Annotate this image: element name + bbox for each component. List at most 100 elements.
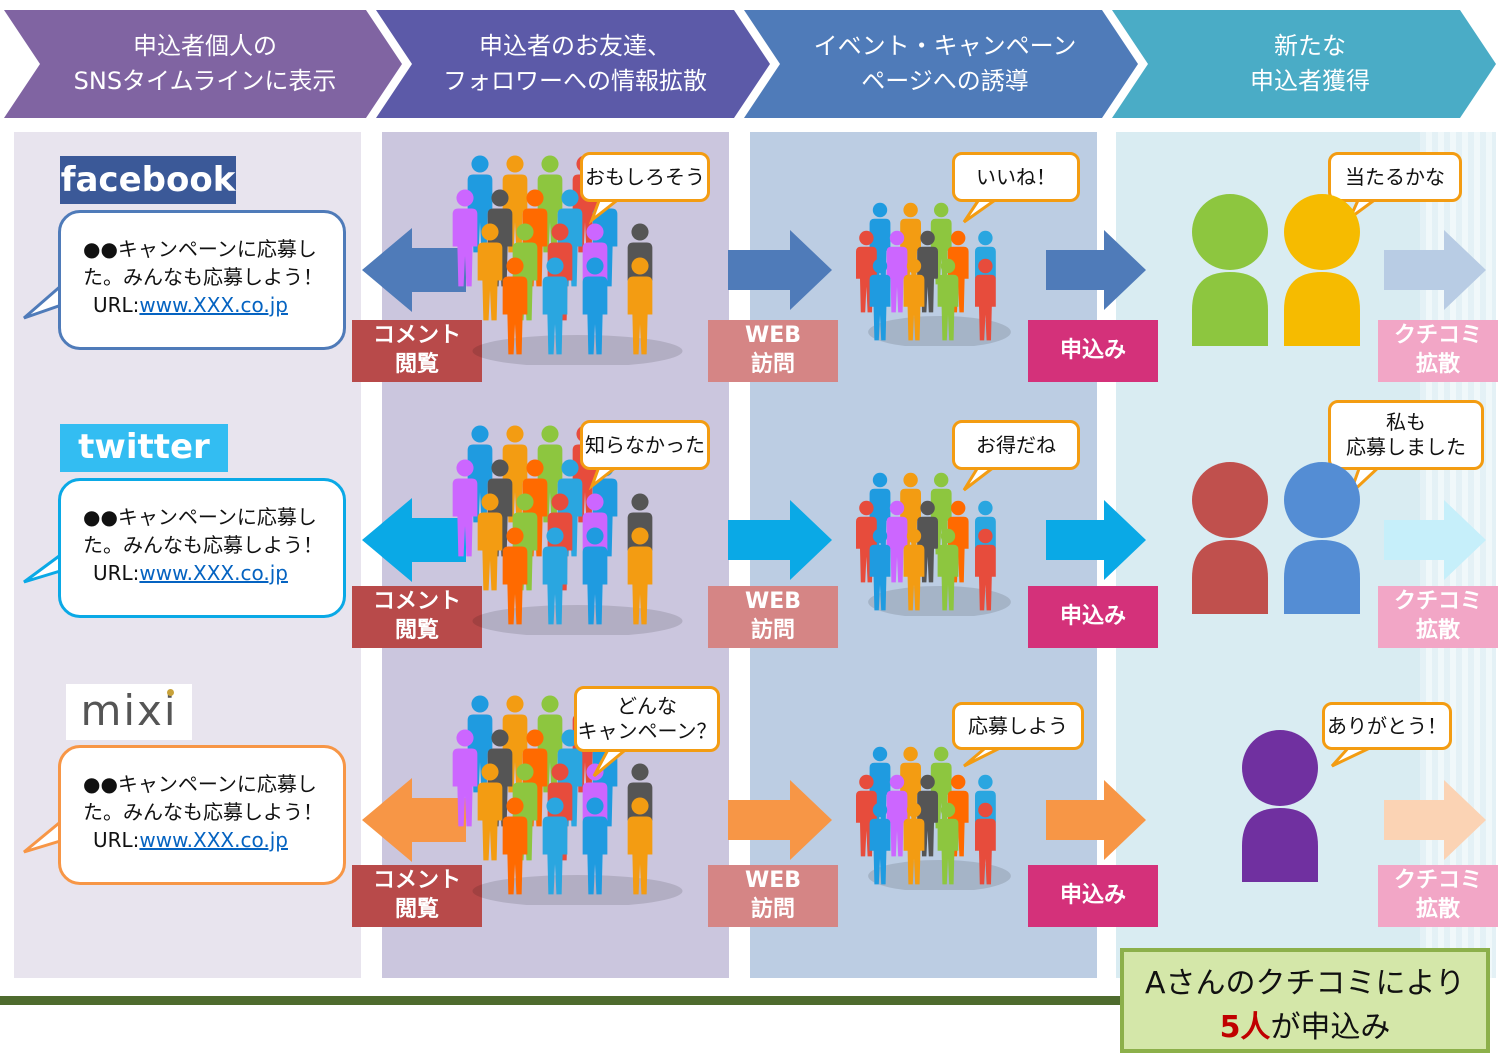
- post-url-link[interactable]: www.XXX.co.jp: [139, 561, 288, 585]
- apply-label-mixi: 申込み: [1028, 865, 1158, 927]
- friend-callout-twitter: 知らなかった: [580, 420, 710, 470]
- facebook-logo: facebook: [60, 156, 236, 204]
- person-figure: [975, 528, 996, 611]
- summary-box: Aさんのクチコミにより 5人が申込み: [1120, 948, 1490, 1053]
- post-line-1: ●●キャンペーンに応募し: [83, 505, 317, 529]
- person-figure: [627, 527, 653, 625]
- stage-3: イベント・キャンペーンページへの誘導: [813, 32, 1077, 95]
- post-url-prefix: URL:: [93, 828, 140, 852]
- kuchikomi-label-twitter: クチコミ拡散: [1378, 586, 1498, 648]
- crowd-graphic: [452, 155, 683, 367]
- new-callout-twitter: 私も応募しました: [1328, 400, 1484, 470]
- post-line-2: た。みんなも応募しよう！: [83, 265, 323, 289]
- person-figure: [627, 257, 653, 355]
- arrow-left-twitter: [362, 498, 466, 582]
- bottom-divider: [0, 996, 1124, 1005]
- person-figure: [502, 527, 528, 625]
- person-figure: [477, 223, 503, 321]
- twitter-post-bubble: ●●キャンペーンに応募し た。みんなも応募しよう！ URL:www.XXX.co…: [58, 478, 346, 618]
- person-figure: [886, 500, 908, 583]
- person-figure: [627, 797, 653, 895]
- person-figure: [937, 258, 959, 341]
- person-figure: [582, 797, 608, 895]
- post-url-link[interactable]: www.XXX.co.jp: [139, 828, 288, 852]
- arrow-right-kuchikomi-twitter: [1384, 500, 1486, 580]
- new-callout-mixi: ありがとう！: [1322, 702, 1452, 750]
- person-figure: [582, 527, 608, 625]
- person-figure: [903, 802, 925, 885]
- visit-callout-twitter: お得だね: [952, 420, 1080, 470]
- person-figure: [502, 797, 528, 895]
- friend-callout-facebook: おもしろそう: [580, 152, 710, 202]
- post-url-link[interactable]: www.XXX.co.jp: [139, 293, 288, 317]
- apply-label-facebook: 申込み: [1028, 320, 1158, 382]
- person-figure: [886, 774, 908, 857]
- person-icon-yellow: [1284, 194, 1360, 346]
- person-figure: [452, 459, 478, 557]
- arrow-right-web-facebook: [728, 230, 832, 310]
- crowd-graphic: [856, 746, 1011, 892]
- friends-crowd-mixi: [440, 690, 690, 907]
- person-figure: [937, 528, 959, 611]
- arrow-right-kuchikomi-facebook: [1384, 230, 1486, 310]
- summary-suffix: が申込み: [1270, 1009, 1391, 1045]
- person-figure: [975, 258, 996, 341]
- crowd-graphic: [856, 202, 1011, 348]
- post-line-1: ●●キャンペーンに応募し: [83, 237, 317, 261]
- person-figure: [477, 763, 503, 861]
- person-figure: [542, 257, 568, 355]
- mixi-post-bubble: ●●キャンペーンに応募し た。みんなも応募しよう！ URL:www.XXX.co…: [58, 745, 346, 885]
- person-figure: [903, 258, 925, 341]
- new-callout-facebook: 当たるかな: [1328, 152, 1462, 202]
- arrow-right-apply-facebook: [1046, 230, 1146, 310]
- person-figure: [582, 257, 608, 355]
- post-url-prefix: URL:: [93, 561, 140, 585]
- apply-label-twitter: 申込み: [1028, 586, 1158, 648]
- arrow-left-facebook: [362, 228, 466, 312]
- comment-view-label-facebook: コメント閲覧: [352, 320, 482, 382]
- visitors-crowd-twitter: [846, 466, 1016, 618]
- post-line-2: た。みんなも応募しよう！: [83, 533, 323, 557]
- arrow-left-mixi: [362, 778, 466, 862]
- crowd-graphic: [452, 695, 683, 907]
- arrow-right-apply-twitter: [1046, 500, 1146, 580]
- stage-2: 申込者のお友達、フォロワーへの情報拡散: [443, 32, 707, 95]
- person-figure: [869, 528, 891, 611]
- kuchikomi-label-facebook: クチコミ拡散: [1378, 320, 1498, 382]
- person-figure: [869, 258, 891, 341]
- person-icon-blue: [1284, 462, 1360, 614]
- mixi-dot: [167, 689, 174, 696]
- person-figure: [502, 257, 528, 355]
- facebook-post-bubble: ●●キャンペーンに応募し た。みんなも応募しよう！ URL:www.XXX.co…: [58, 210, 346, 350]
- post-line-1: ●●キャンペーンに応募し: [83, 772, 317, 796]
- arrow-right-web-twitter: [728, 500, 832, 580]
- person-figure: [975, 802, 996, 885]
- stage-4: 新たな申込者獲得: [1250, 32, 1370, 95]
- person-figure: [452, 729, 478, 827]
- crowd-graphic: [452, 425, 683, 637]
- twitter-logo: twitter: [60, 424, 228, 472]
- person-figure: [903, 528, 925, 611]
- arrow-right-kuchikomi-mixi: [1384, 780, 1486, 860]
- crowd-graphic: [856, 472, 1011, 618]
- person-figure: [542, 527, 568, 625]
- person-figure: [937, 802, 959, 885]
- person-icon-green: [1192, 194, 1268, 346]
- person-icon-purple: [1242, 730, 1318, 882]
- friends-crowd-twitter: [440, 420, 690, 637]
- person-icon-red: [1192, 462, 1268, 614]
- summary-line-1: Aさんのクチコミにより: [1145, 966, 1465, 1001]
- summary-count: 5人: [1219, 1009, 1271, 1045]
- person-figure: [542, 797, 568, 895]
- visitors-crowd-mixi: [846, 740, 1016, 892]
- visitors-crowd-facebook: [846, 196, 1016, 348]
- person-figure: [886, 230, 908, 313]
- arrow-right-web-mixi: [728, 780, 832, 860]
- person-figure: [452, 189, 478, 287]
- post-line-2: た。みんなも応募しよう！: [83, 800, 323, 824]
